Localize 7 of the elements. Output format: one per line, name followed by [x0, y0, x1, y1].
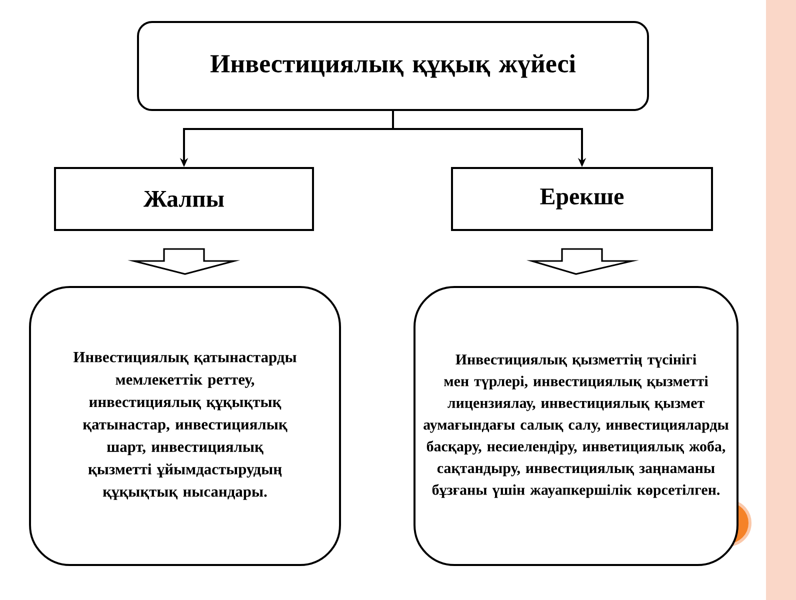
block-arrow: [526, 248, 639, 275]
block-arrow: [128, 248, 240, 275]
category-box: Ерекше: [451, 167, 713, 231]
content-box: Инвестициялық қызметтің түсінігі мен түрлері, инвестициялық қызметті лицензиялау, инвестициялық қызмет аумағындағы салық салу, инвестицияларды басқару, несиелендіру, инветициялық жоба, сақтандыру, инвестициялық заңнаманы бұзғаны үшін жауапкершілік көрсетілген.: [414, 286, 738, 566]
category-box: Жалпы: [54, 167, 314, 231]
title-box: Инвестициялық құқық жүйесі: [137, 21, 649, 111]
content-box: Инвестициялық қатынастарды мемлекеттік реттеу, инвестициялық құқықтық қатынастар, инвестициялық шарт, инвестициялық қызметті ұйымдастырудың құқықтық нысандары.: [29, 286, 341, 566]
